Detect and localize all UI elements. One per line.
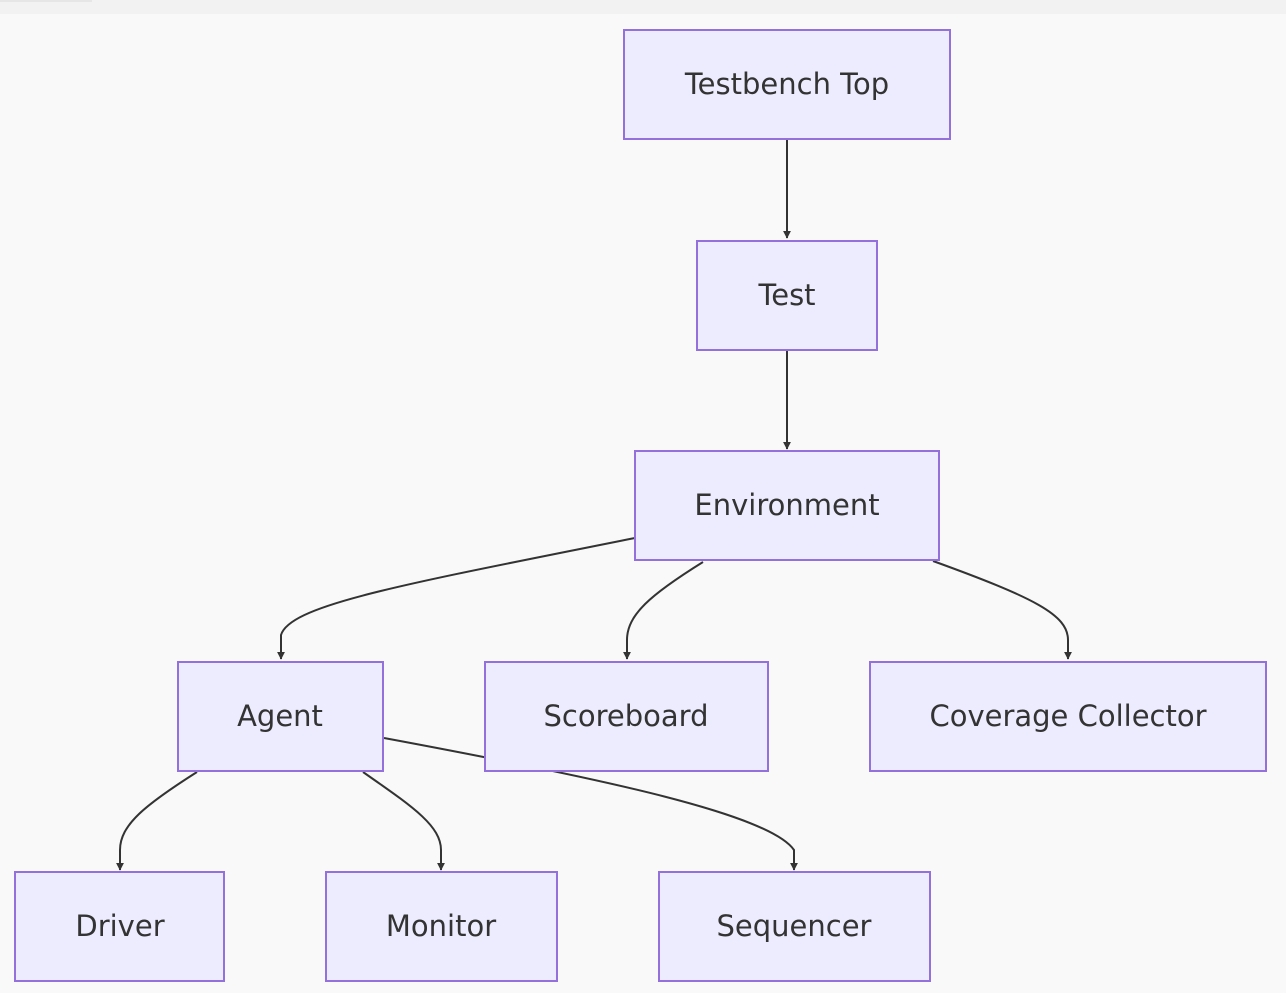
top-strip-tab [0,0,92,2]
node-agent[interactable]: Agent [177,661,384,772]
node-scoreboard[interactable]: Scoreboard [484,661,769,772]
node-sequencer-label: Sequencer [717,909,872,943]
edge-agent-to-monitor [362,771,445,871]
node-coverage-collector[interactable]: Coverage Collector [869,661,1267,772]
edge-environment-to-scoreboard [623,561,704,660]
node-testbench-top-label: Testbench Top [684,67,889,101]
node-testbench-top[interactable]: Testbench Top [623,29,951,140]
node-environment[interactable]: Environment [634,450,940,561]
edge-environment-to-coverage-collector [932,560,1072,660]
node-monitor[interactable]: Monitor [325,871,558,982]
edge-agent-to-sequencer [383,737,798,871]
node-driver-label: Driver [75,909,164,943]
node-agent-label: Agent [237,699,323,733]
edge-agent-to-driver [116,771,198,871]
edge-environment-to-agent [277,537,636,660]
node-coverage-collector-label: Coverage Collector [929,699,1206,733]
node-sequencer[interactable]: Sequencer [658,871,931,982]
node-scoreboard-label: Scoreboard [544,699,709,733]
node-test[interactable]: Test [696,240,878,351]
top-strip [0,0,1286,14]
node-environment-label: Environment [694,488,879,522]
node-test-label: Test [757,278,815,312]
node-monitor-label: Monitor [386,909,496,943]
node-driver[interactable]: Driver [14,871,225,982]
